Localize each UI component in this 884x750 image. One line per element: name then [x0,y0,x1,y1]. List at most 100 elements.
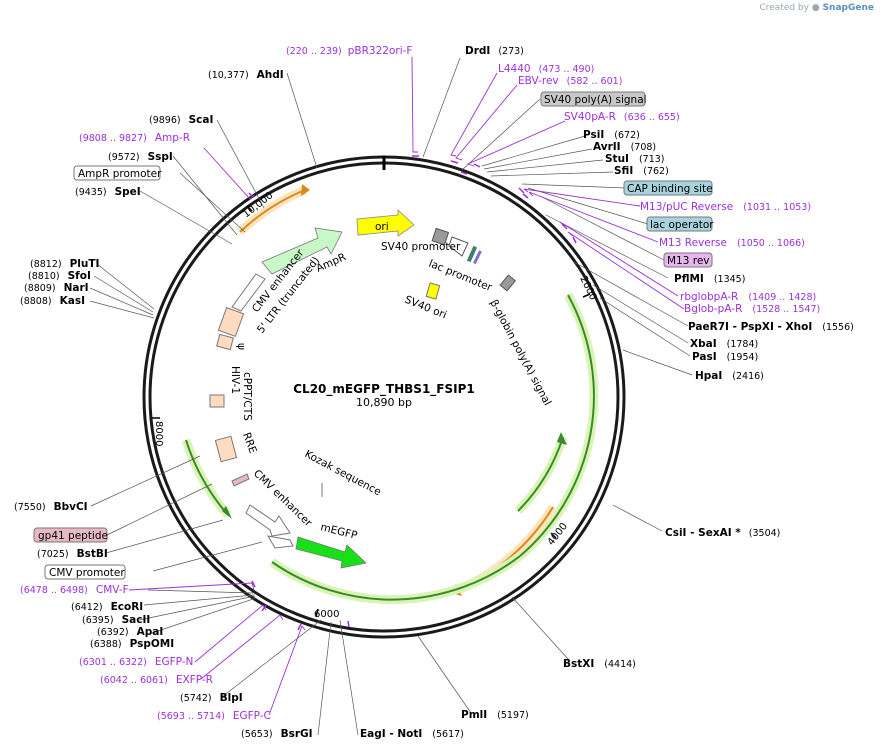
site-pmli: PmlI(5197) [461,709,529,721]
site-ecori: (6412)EcoRI [71,601,143,613]
left-labels: (5693 .. 5714)EGFP-C (5742)BlpI (6042 ..… [14,114,271,722]
snapgene-logo-icon: ● [811,3,820,13]
tick-label-6000: 6000 [314,609,339,620]
site-pasi: PasI(1954) [692,351,758,363]
snapgene-watermark: Created by ● SnapGene [759,3,874,13]
site-sacii: (6395)SacII [82,614,150,626]
primer-pbr322ori-f: (220 .. 239)pBR322ori-F [286,45,412,57]
watermark-brand: SnapGene [822,3,874,13]
site-kasi: (8808)KasI [20,295,85,307]
cppt-feature [209,394,225,408]
psi-label: ψ [235,343,247,350]
orf-inner [517,436,564,512]
primer-bglob-pa-r: Bglob-pA-R(1528 .. 1547) [684,303,820,315]
site-hpai: HpaI(2416) [695,370,764,382]
gp41-label: gp41 peptide [38,530,108,542]
leader-lines [89,57,693,736]
tick-label-8000: 8000 [153,421,164,446]
ampr-promoter-box [73,165,161,181]
orf-left-arrow [222,506,232,519]
primer-egfp-c: (5693 .. 5714)EGFP-C [157,710,271,722]
site-ahdi: (10,377)AhdI [208,69,284,81]
bottom-labels: BstXI(4414) PmlI(5197) EagI - NotI(5617)… [241,658,636,740]
site-apai: (6392)ApaI [97,626,163,638]
orange-orf-top-arrow [301,184,310,196]
ori-feature [356,209,415,237]
beta-globin-label: β-globin poly(A) signal [487,298,553,408]
top-labels: (220 .. 239)pBR322ori-F DrdI(273) (10,37… [208,45,622,87]
primer-exfp-r: (6042 .. 6061)EXFP-R [100,674,213,686]
site-stui: StuI(713) [605,153,665,165]
rre-feature [214,435,238,463]
cmv-promoter-box [44,564,126,580]
lac-operator-box [646,216,713,232]
site-bstxi: BstXI(4414) [563,658,636,670]
m13-feature [473,250,482,265]
site-spei: (9435)SpeI [75,186,141,198]
hiv1-label: HIV-1 [229,366,241,394]
m13-rev-label: M13 rev [667,255,710,267]
site-eagi-noti: EagI - NotI(5617) [360,728,464,740]
backbone [142,155,626,639]
site-pflmi: PflMI(1345) [674,273,745,285]
megfp-feature [295,536,367,569]
ampr-feature [261,227,343,275]
site-pluti: (8812)PluTI [30,258,99,270]
site-bbvci: (7550)BbvCI [14,501,88,513]
sv40-polya-box [540,91,646,107]
m13-rev-box [663,252,713,268]
rre-label: RRE [240,431,259,455]
site-scai: (9896)ScaI [149,114,213,126]
orf-inner-highlight [514,435,568,515]
tick-2000 [582,293,591,298]
site-pspomi: (6388)PspOMI [90,638,174,650]
orf-bottom [271,555,521,601]
site-bstbi: (7025)BstBI [37,548,108,560]
site-blpi: (5742)BlpI [180,692,243,704]
plasmid-length: 10,890 bp [356,396,412,409]
site-drdi: DrdI(273) [465,45,524,57]
primer-l4440: L4440(473 .. 490) [498,63,594,75]
cmv-enhancer-bottom-feature [245,504,291,537]
primer-amp-r: (9808 .. 9827)Amp-R [79,132,190,144]
primer-m13-reverse: M13 Reverse(1050 .. 1066) [659,237,805,249]
site-bsrgi: (5653)BsrGI [241,728,313,740]
site-nari: (8809)NarI [24,282,89,294]
sv40-ori-label: SV40 ori [403,294,448,322]
tick-6000 [315,608,319,618]
sv40-polya-label: SV40 poly(A) signal [544,94,647,106]
orf-right [519,294,595,557]
lac-promoter-feature [448,236,469,257]
beta-globin-feature [499,274,517,292]
orf-right-highlight [517,292,599,560]
sv40-ori-feature [425,282,441,300]
right-labels: SV40 poly(A) signal SV40pA-R(636 .. 655)… [540,91,854,539]
ltr-feature [217,307,245,337]
tick-label-2000: 2000 [577,274,598,302]
primer-sv40pa-r: SV40pA-R(636 .. 655) [564,111,680,123]
ampr-promoter-label: AmpR promoter [78,168,162,180]
site-sfii: SfiI(762) [614,165,669,177]
megfp-label: mEGFP [319,521,358,542]
site-sspi: (9572)SspI [108,151,173,163]
orange-orf-top [239,189,306,233]
gp41-feature [231,473,250,487]
kozak-label: Kozak sequence [303,448,383,498]
cap-site-feature [466,245,478,263]
primer-cmv-f: (6478 .. 6498)CMV-F [20,584,129,596]
primer-rbglobpa-r: rbglobpA-R(1409 .. 1428) [680,291,816,303]
sv40-promoter-feature [431,227,450,246]
cmv-promoter-label: CMV promoter [49,567,125,579]
orf-inner-arrow [557,432,567,445]
orange-orf-right-highlight [456,504,557,595]
site-csii-sexai: CsiI - SexAI *(3504) [665,527,780,539]
lac-operator-label: lac operator [650,219,714,231]
orange-orf-right [457,506,554,591]
site-xbai: XbaI(1784) [690,338,758,350]
primer-markers [248,155,577,631]
ori-label: ori [375,221,389,233]
cap-binding-label: CAP binding site [627,183,713,195]
primer-ebv-rev: EBV-rev(582 .. 601) [518,75,622,87]
tick-10000 [246,205,253,212]
